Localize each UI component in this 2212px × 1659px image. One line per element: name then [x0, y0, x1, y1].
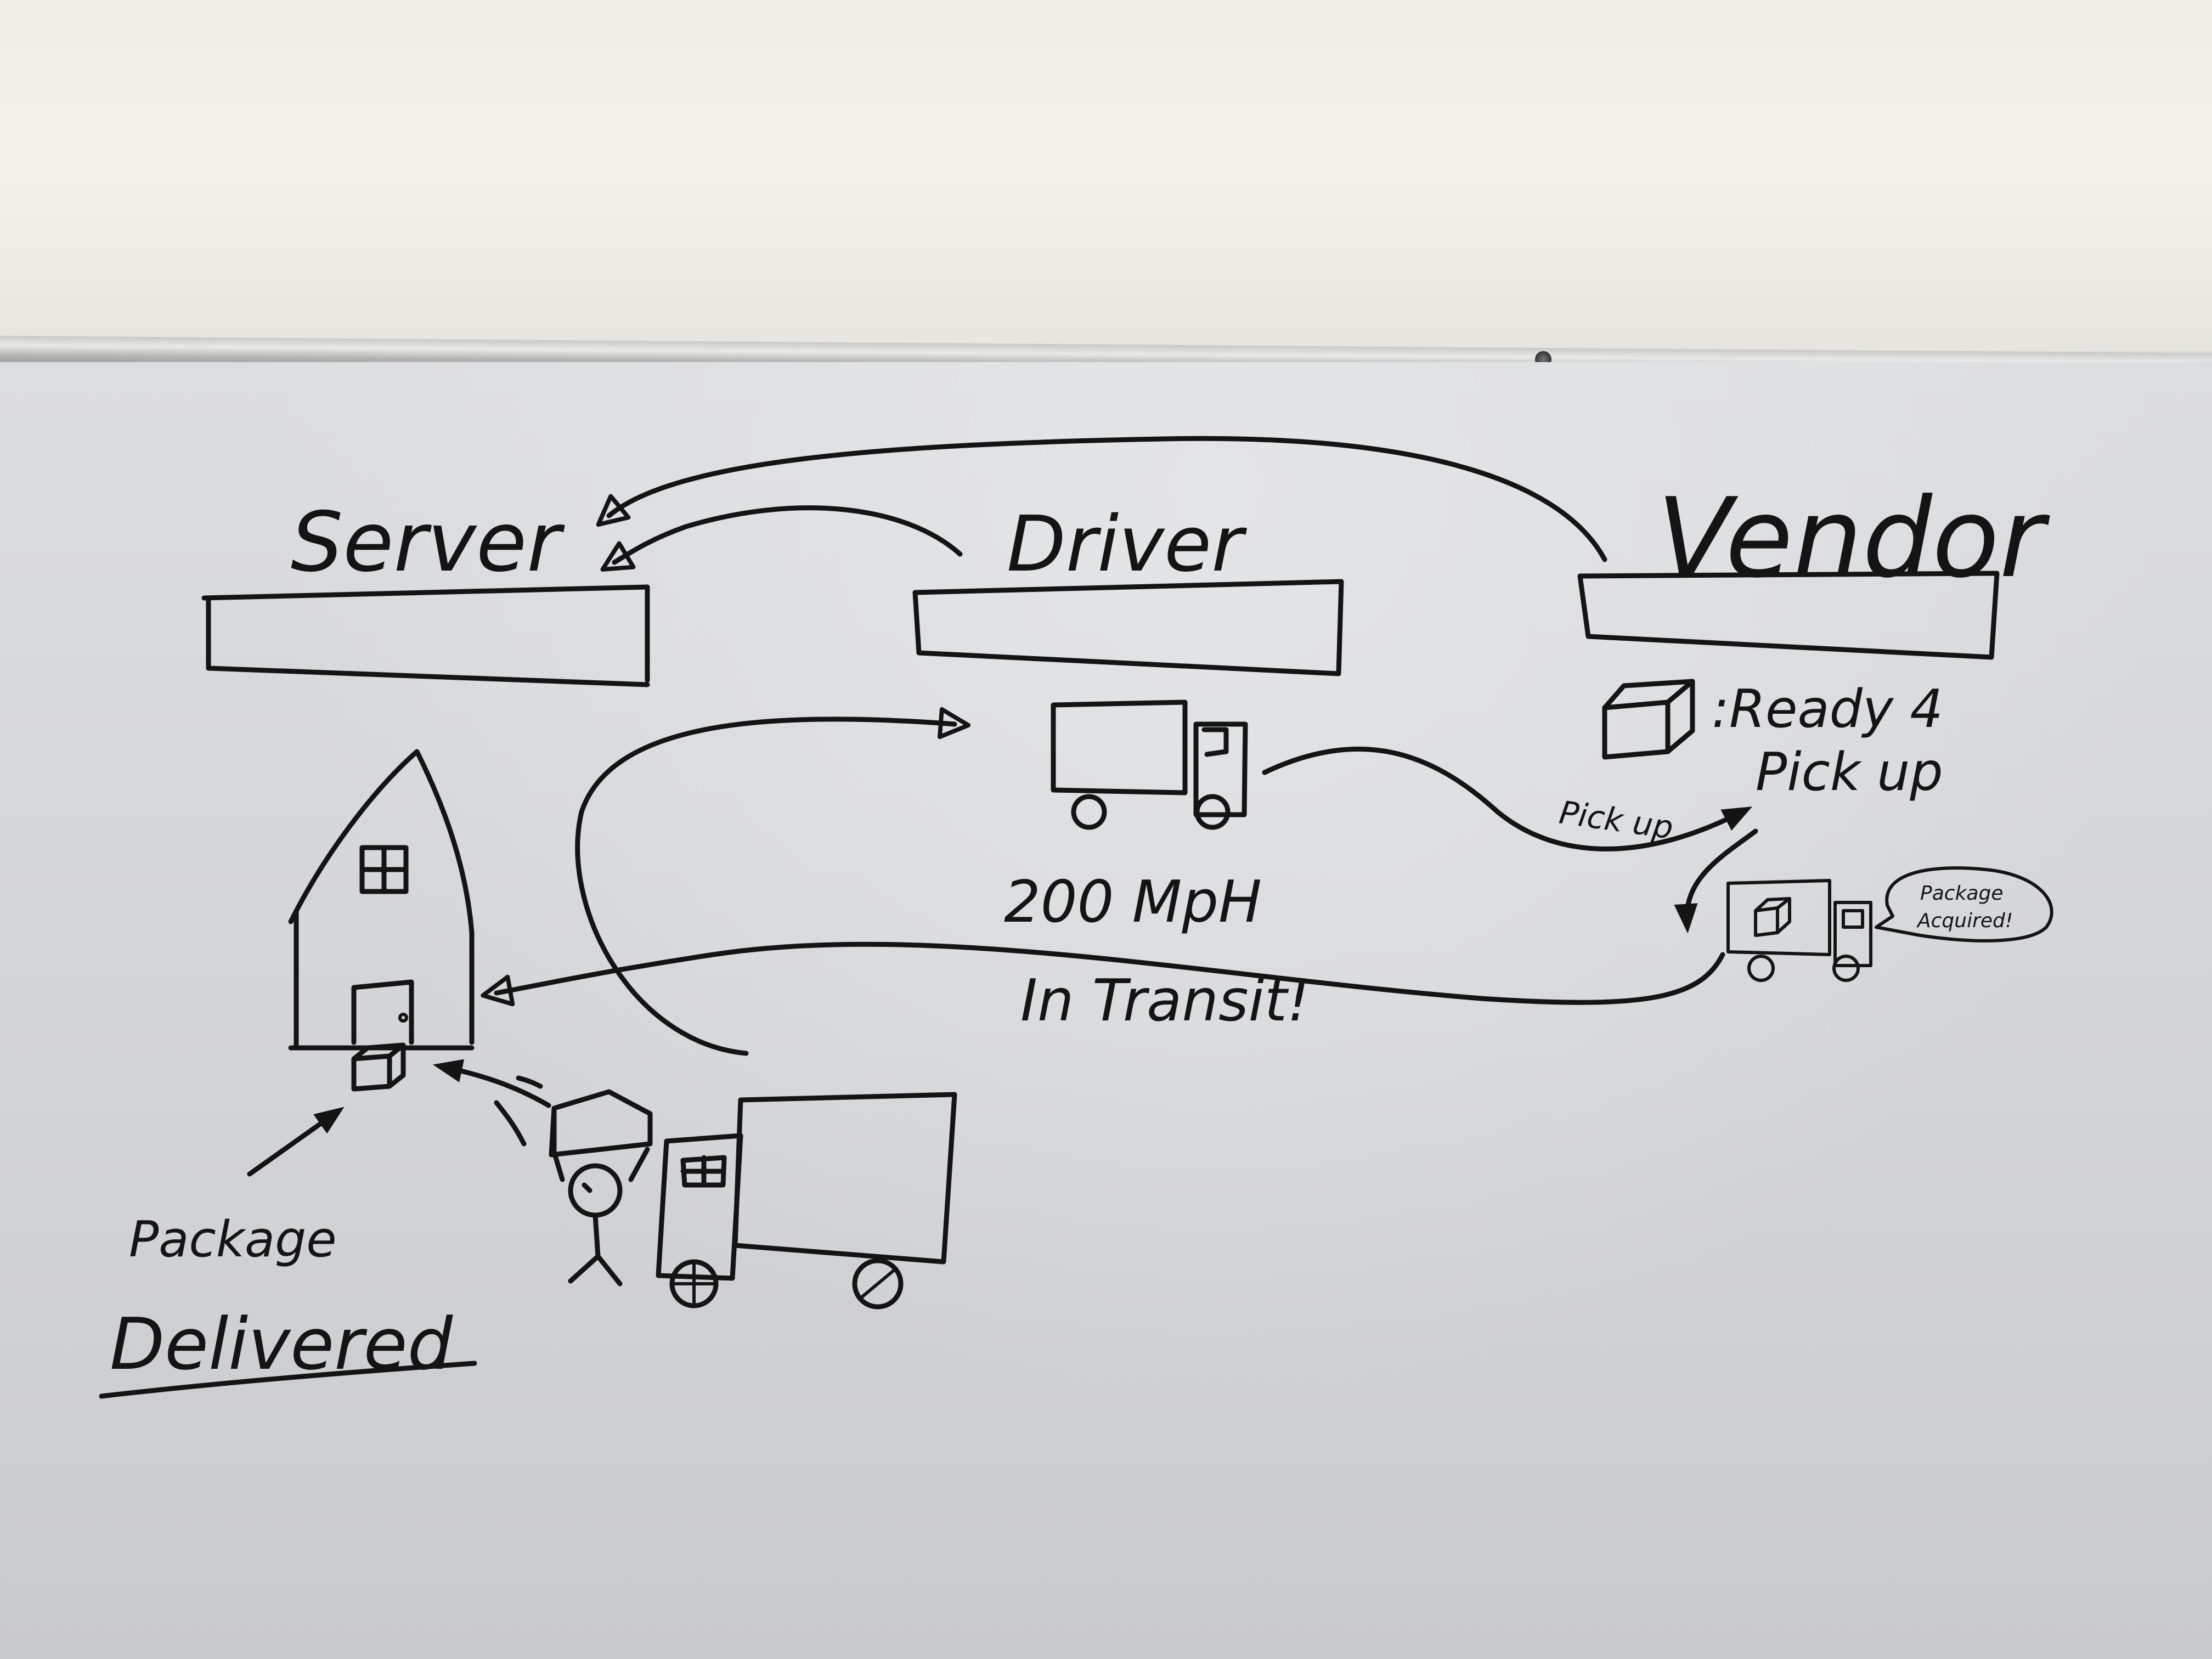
- delivered-label-line1: Package: [129, 1211, 337, 1268]
- driver-truck-icon: [1051, 699, 1248, 830]
- driver-label: Driver: [1007, 500, 1247, 589]
- package-box-icon: [1602, 679, 1695, 760]
- motion-line-2: [516, 1075, 543, 1089]
- server-box: [201, 584, 650, 687]
- pickup-arrow: [1262, 746, 1753, 851]
- delivery-motion-arrow: [432, 1059, 551, 1108]
- pickup-arrow-label: Pick up: [1557, 794, 1675, 847]
- vendor-to-house-arrow: [481, 941, 1725, 1007]
- speech-bubble: Package Acquired!: [1875, 866, 2053, 943]
- server-label: Server: [291, 495, 565, 590]
- status-label: In Transit!: [1020, 967, 1310, 1034]
- ready-label-line1: :Ready 4: [1712, 679, 1943, 740]
- small-truck-icon: [1726, 879, 1872, 982]
- vendor-box: [1577, 571, 2000, 660]
- delivered-underline: [99, 1361, 477, 1399]
- driver-to-server-arrow: [600, 505, 963, 572]
- wall: [0, 0, 2212, 351]
- delivered-pointer-arrow: [247, 1107, 345, 1177]
- driver-box: [912, 579, 1344, 676]
- delivered-label-line2: Delivered: [110, 1302, 454, 1386]
- speed-label: 200 MpH: [1004, 868, 1262, 935]
- vendor-label: Vendor: [1657, 475, 2050, 602]
- motion-line-1: [494, 1100, 527, 1147]
- house-to-driver-arrow: [575, 707, 971, 1056]
- big-truck-icon: [656, 1092, 957, 1310]
- delivery-person-icon: [549, 1089, 653, 1286]
- speech-bubble-line2: Acquired!: [1916, 910, 2013, 932]
- speech-bubble-line1: Package: [1920, 882, 2003, 905]
- delivered-package-icon: [351, 1042, 406, 1092]
- house-icon: [288, 749, 475, 1051]
- pickup-to-truck-arrow: [1674, 828, 1758, 934]
- whiteboard: [0, 362, 2212, 1659]
- vendor-to-server-arrow: [596, 436, 1607, 562]
- ready-label-line2: Pick up: [1756, 742, 1943, 803]
